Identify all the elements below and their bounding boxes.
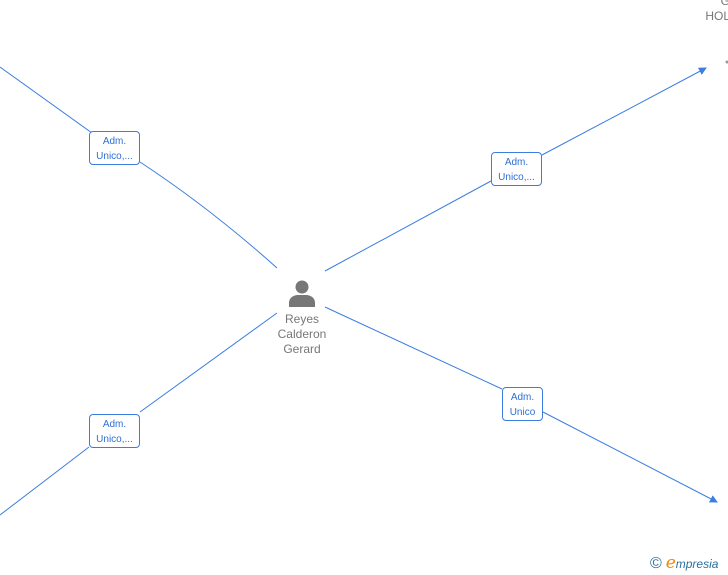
edge-label: Unico,... xyxy=(96,434,133,445)
edge-label: Adm. xyxy=(510,392,535,403)
edge-label: Adm. xyxy=(102,419,127,430)
empresia-logo: © empresia xyxy=(650,553,718,573)
person-node[interactable]: Reyes Calderon Gerard xyxy=(270,278,334,357)
edge-label-box[interactable]: Adm. Unico xyxy=(502,387,543,421)
partial-company-node[interactable]: G HOL xyxy=(705,0,728,24)
node-label: G xyxy=(720,0,728,8)
edge-line xyxy=(324,68,706,272)
edge-label-box[interactable]: Adm. Unico,... xyxy=(89,131,140,165)
person-name-line: Gerard xyxy=(283,342,321,356)
edge-label: Adm. xyxy=(102,136,127,147)
person-name-line: Calderon xyxy=(277,327,327,341)
edge-label-box[interactable]: Adm. Unico,... xyxy=(491,152,542,186)
edge-line xyxy=(0,66,278,269)
node-label: HOL xyxy=(705,9,728,23)
copyright-icon: © xyxy=(650,555,662,572)
edge-label: Unico,... xyxy=(498,172,535,183)
person-name-line: Reyes xyxy=(284,312,319,326)
edge-line xyxy=(0,312,278,516)
edge-line xyxy=(324,306,717,502)
brand-name: mpresia xyxy=(675,557,719,571)
brand-initial: e xyxy=(665,553,676,573)
edge-label: Unico,... xyxy=(96,151,133,162)
person-icon xyxy=(289,280,315,307)
edge-label: Unico xyxy=(509,407,536,418)
edge-label: Adm. xyxy=(504,157,529,168)
edge-label-box[interactable]: Adm. Unico,... xyxy=(89,414,140,448)
